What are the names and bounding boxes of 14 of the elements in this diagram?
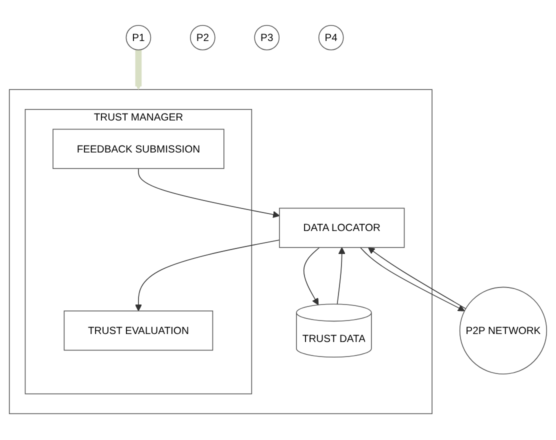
- node-box: TRUST EVALUATION: [64, 311, 214, 352]
- arrow: [138, 168, 280, 218]
- arrow: [303, 248, 320, 306]
- node-circle: P2P NETWORK: [459, 287, 548, 375]
- cluster: [8, 90, 432, 415]
- arrow: [134, 50, 142, 90]
- node-circle: P1: [126, 25, 152, 51]
- arrow: [134, 240, 280, 312]
- node-circle: P3: [254, 25, 280, 51]
- arrow: [336, 248, 346, 305]
- node-box: DATA LOCATOR: [279, 208, 405, 248]
- node-circle: P2: [190, 25, 216, 51]
- node-box: FEEDBACK SUBMISSION: [52, 129, 224, 170]
- node-circle: P4: [318, 25, 344, 51]
